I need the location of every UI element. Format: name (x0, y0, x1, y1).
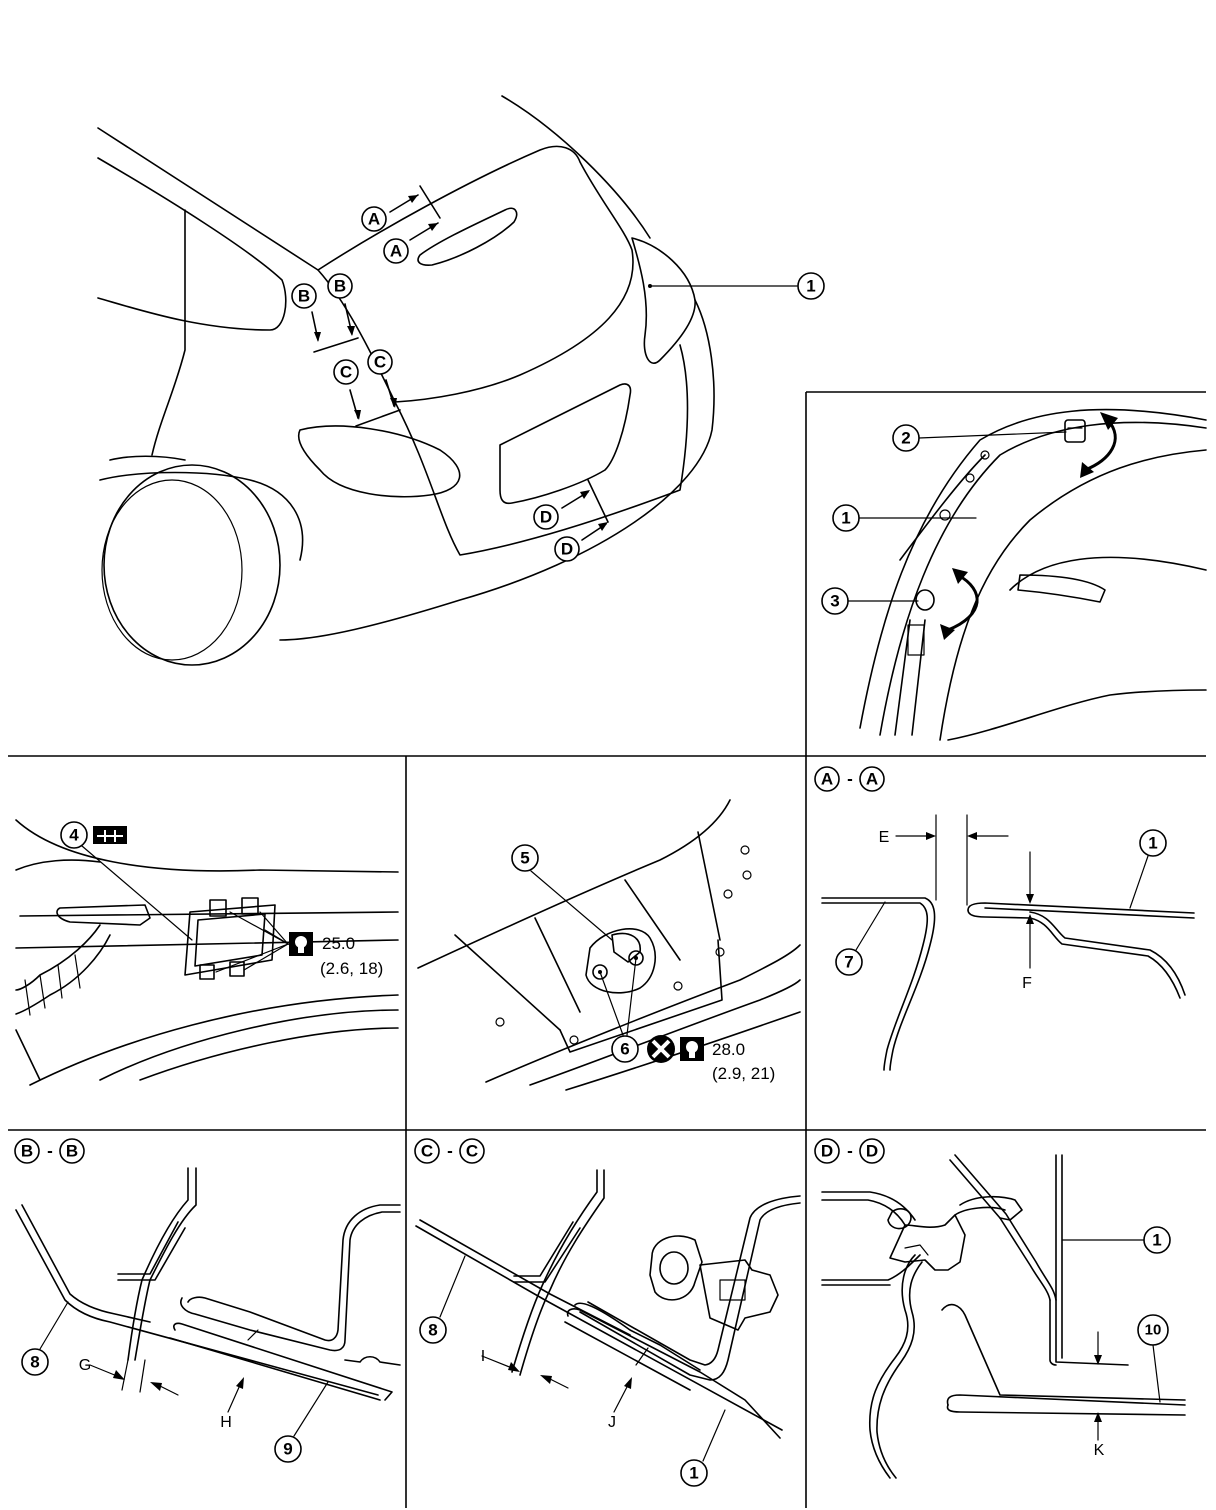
svg-text:J: J (608, 1414, 616, 1431)
section-marker-b-right: B (327, 273, 355, 336)
svg-text:I: I (481, 1348, 485, 1365)
svg-text:7: 7 (844, 953, 853, 972)
svg-text:-: - (847, 770, 853, 789)
svg-text:E: E (879, 829, 890, 846)
callout-1-stay-view: 1 (832, 504, 977, 532)
svg-text:-: - (47, 1142, 53, 1161)
svg-text:A: A (866, 770, 878, 789)
svg-text:B: B (21, 1142, 33, 1161)
hinge-panel-drawing (15, 819, 399, 1086)
section-marker-d-upper: D (533, 479, 609, 530)
svg-text:H: H (220, 1414, 232, 1431)
section-bb-drawing: G H (15, 1167, 401, 1431)
svg-text:K: K (1094, 1442, 1105, 1459)
svg-text:C: C (421, 1142, 433, 1161)
svg-text:-: - (847, 1142, 853, 1161)
svg-text:A: A (368, 210, 380, 229)
callout-1-section-aa: 1 (1129, 829, 1167, 909)
svg-text:2: 2 (901, 429, 910, 448)
svg-text:3: 3 (830, 592, 839, 611)
striker-panel-drawing (417, 799, 801, 1091)
inset-door-stay-view (859, 408, 1207, 741)
callout-2-stay-bolt-upper: 2 (892, 424, 1067, 452)
svg-text:D: D (821, 1142, 833, 1161)
svg-text:8: 8 (428, 1321, 437, 1340)
svg-text:5: 5 (520, 849, 529, 868)
svg-text:D: D (866, 1142, 878, 1161)
callout-3-stay-bolt-lower: 3 (821, 587, 919, 615)
svg-text:B: B (66, 1142, 78, 1161)
section-marker-a-lower: A (383, 222, 439, 264)
callout-8-section-cc: 8 (419, 1255, 466, 1344)
callout-5-striker: 5 (511, 844, 613, 941)
svg-text:1: 1 (806, 277, 815, 296)
svg-text:6: 6 (620, 1040, 629, 1059)
section-dd-drawing: K (821, 1154, 1186, 1479)
section-marker-c-left: C (333, 359, 401, 427)
do-not-reuse-icon (647, 1035, 675, 1063)
svg-text:10: 10 (1145, 1322, 1162, 1339)
callout-6-striker-bolts: 6 28.0 (2.9, 21) (599, 957, 775, 1083)
section-marker-d-lower: D (554, 522, 608, 562)
svg-text:28.0: 28.0 (712, 1040, 745, 1059)
section-bb-title: B - B (14, 1138, 85, 1164)
svg-text:B: B (334, 277, 346, 296)
callout-7-section-aa: 7 (835, 901, 886, 976)
svg-text:C: C (340, 363, 352, 382)
svg-text:4: 4 (69, 826, 79, 845)
section-marker-b-left: B (291, 283, 359, 353)
section-marker-a-upper: A (361, 185, 441, 232)
callout-9-section-bb: 9 (274, 1381, 329, 1463)
section-dd-title: D - D (814, 1138, 885, 1164)
section-cc-title: C - C (414, 1138, 485, 1164)
callout-8-section-bb: 8 (21, 1301, 69, 1376)
callout-4-hinge: 4 (60, 821, 193, 941)
svg-text:8: 8 (30, 1353, 39, 1372)
rotation-arrow-icon (1084, 419, 1117, 472)
torque-spec-hinge-bolts: 25.0 (2.6, 18) (215, 911, 383, 978)
svg-text:-: - (447, 1142, 453, 1161)
section-cc-drawing: I J (415, 1169, 801, 1439)
callout-1-section-cc: 1 (680, 1409, 726, 1487)
svg-text:A: A (390, 242, 402, 261)
svg-text:(2.6, 18): (2.6, 18) (320, 959, 383, 978)
svg-text:(2.9, 21): (2.9, 21) (712, 1064, 775, 1083)
section-marker-c-right: C (367, 349, 397, 408)
svg-text:1: 1 (689, 1464, 698, 1483)
svg-text:C: C (374, 353, 386, 372)
svg-text:G: G (79, 1357, 91, 1374)
svg-text:F: F (1022, 975, 1032, 992)
svg-text:1: 1 (1152, 1231, 1161, 1250)
svg-text:1: 1 (841, 509, 850, 528)
section-aa-drawing: E F (821, 814, 1195, 1071)
svg-text:B: B (298, 287, 310, 306)
panel-frame-lines (8, 391, 1206, 1508)
callout-1-section-dd: 1 (1061, 1226, 1171, 1254)
svg-text:D: D (540, 508, 552, 527)
callout-1-back-door: 1 (648, 272, 825, 300)
svg-text:A: A (821, 770, 833, 789)
vehicle-rear-view (97, 95, 715, 666)
callout-10-section-dd: 10 (1137, 1314, 1169, 1403)
section-aa-title: A - A (814, 766, 885, 792)
svg-text:D: D (561, 540, 573, 559)
svg-text:C: C (466, 1142, 478, 1161)
svg-text:1: 1 (1148, 834, 1157, 853)
svg-text:25.0: 25.0 (322, 934, 355, 953)
svg-text:9: 9 (283, 1440, 292, 1459)
